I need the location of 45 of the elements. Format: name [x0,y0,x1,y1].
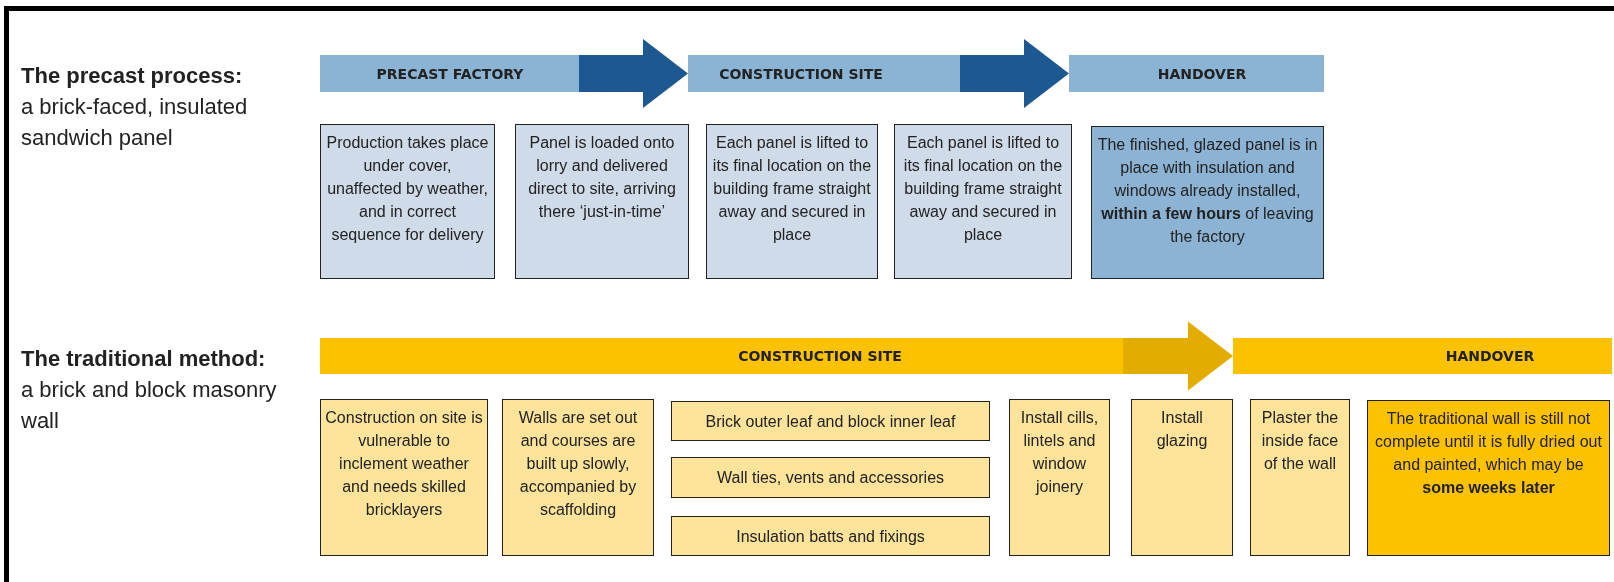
step-box [706,124,878,279]
step-box [671,401,990,441]
step-text: Brick outer leaf and block inner leaf [705,411,956,432]
step-box [1367,400,1610,556]
step-text: The traditional wall is still not complete until it is fully dried out and painted, which may be some weeks later [1374,409,1603,498]
block-arrow [579,39,688,108]
step-box [671,516,990,556]
row-heading: The precast process: [21,62,244,90]
step-box [320,124,495,279]
row-heading: The traditional method: [21,345,267,373]
phase-bar [688,55,960,92]
phase-label: HANDOVER [1157,64,1247,84]
step-text: The finished, glazed panel is in place with insulation and windows already installed, within a few hours of leaving the factory [1096,135,1319,247]
phase-label: CONSTRUCTION SITE [738,347,902,366]
step-text: Plaster the inside face of the wall [1260,408,1340,474]
phase-bar [320,338,1123,374]
phase-bar [320,55,579,92]
step-box [1009,399,1110,556]
step-text: Each panel is lifted to its final location on the building frame straight away and secured in place [711,133,873,245]
step-box [1250,399,1350,556]
block-arrow [960,39,1069,108]
step-text: Install cills, lintels and window joinery [1019,408,1100,497]
step-text: Wall ties, vents and accessories [716,468,945,488]
phase-label: CONSTRUCTION SITE [719,64,883,84]
step-text: Walls are set out and courses are built up slowly, accompanied by scaffolding [517,408,639,520]
step-box [1131,399,1233,556]
step-box [894,124,1072,279]
step-box [502,399,654,556]
step-text: Insulation batts and fixings [736,526,925,547]
step-text: Install glazing [1155,408,1209,451]
step-text: Production takes place under cover, unaffected by weather, and in correct sequence for delivery [325,133,490,245]
block-arrow [1123,321,1233,391]
step-text: Construction on site is vulnerable to inclement weather and needs skilled bricklayers [325,408,483,520]
step-box [671,457,990,498]
phase-bar [1069,55,1324,92]
step-text: Each panel is lifted to its final location on the building frame straight away and secured in place [902,133,1064,245]
phase-label: HANDOVER [1445,347,1535,366]
row-subheading: a brick-faced, insulated sandwich panel [21,93,249,152]
step-text: Panel is loaded onto lorry and delivered direct to site, arriving there ‘just-in-time’ [527,133,677,222]
phase-label: PRECAST FACTORY [376,64,524,84]
step-box [515,124,689,279]
step-box [1091,126,1324,279]
phase-bar [1233,338,1612,374]
step-box [320,399,488,556]
row-subheading: a brick and block masonry wall [21,376,278,435]
